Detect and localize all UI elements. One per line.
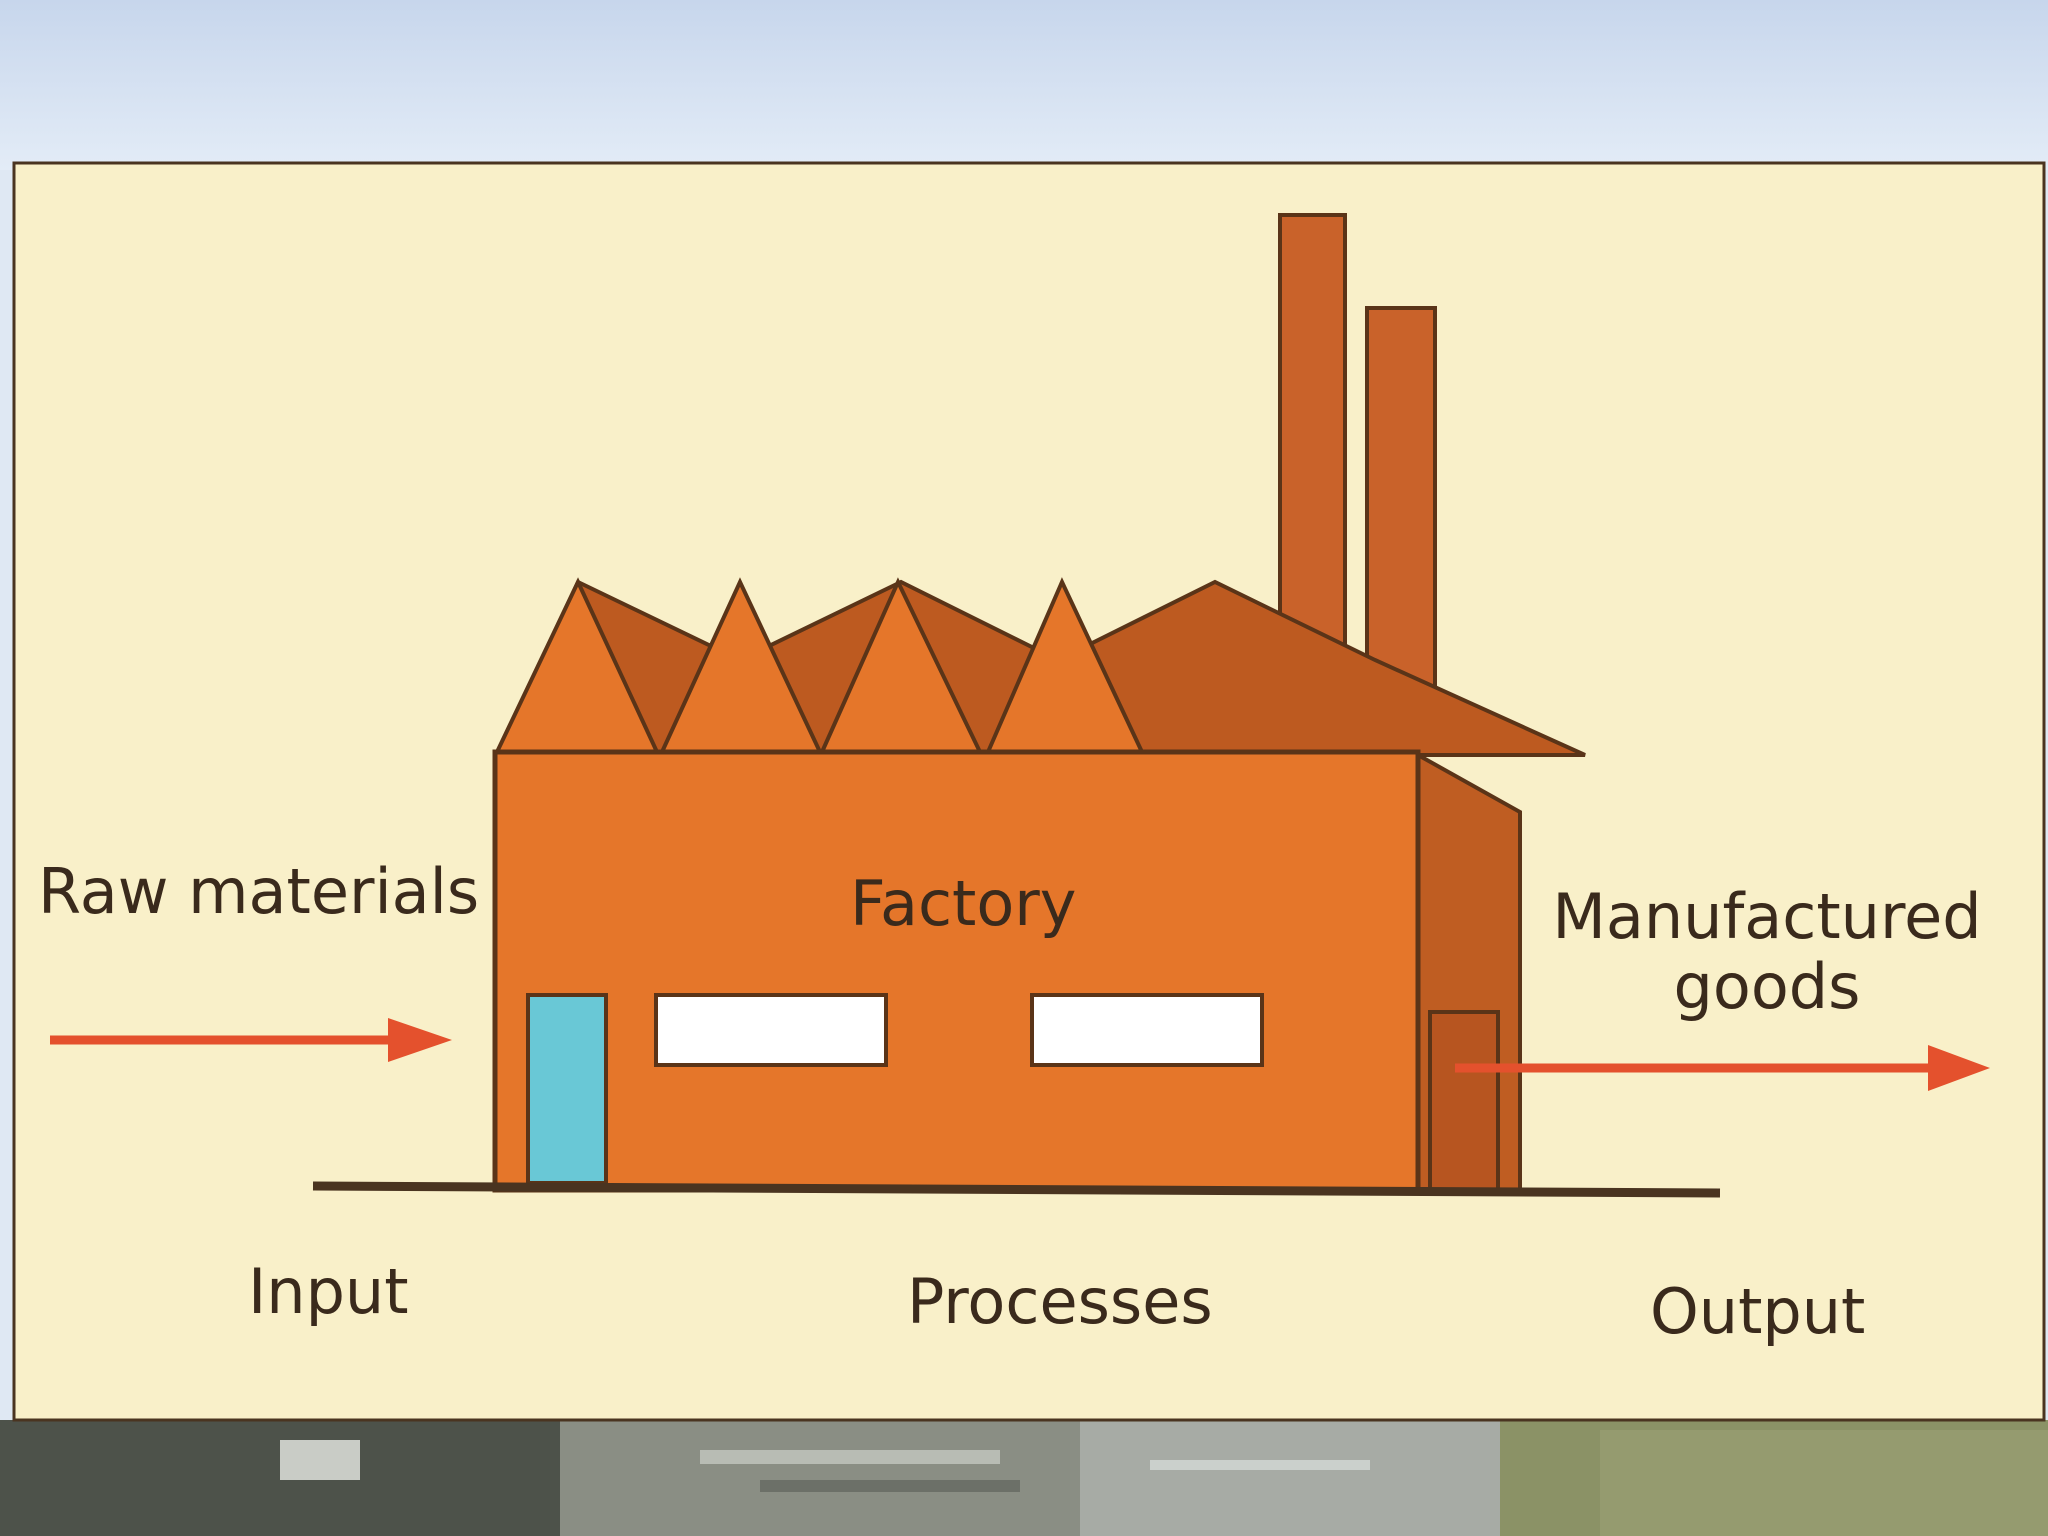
input-arrow <box>50 1018 452 1062</box>
factory-window-right <box>1030 993 1264 1067</box>
sky-background <box>0 0 2048 170</box>
ground-line <box>312 1181 1721 1198</box>
raw-materials-label: Raw materials <box>38 855 479 928</box>
input-label: Input <box>248 1255 409 1328</box>
manufactured-goods-label-line1: Manufactured <box>1552 880 1981 953</box>
landscape-photo-strip <box>0 1420 2048 1536</box>
output-arrow <box>1455 1045 1990 1091</box>
manufactured-goods-label-line2: goods <box>1674 950 1861 1023</box>
factory-body <box>492 749 1421 1193</box>
factory-door <box>526 993 608 1185</box>
factory-label: Factory <box>850 867 1076 940</box>
side-doorway <box>1428 1010 1500 1192</box>
output-label: Output <box>1650 1275 1865 1348</box>
processes-label: Processes <box>907 1265 1213 1338</box>
factory-window-left <box>654 993 888 1067</box>
